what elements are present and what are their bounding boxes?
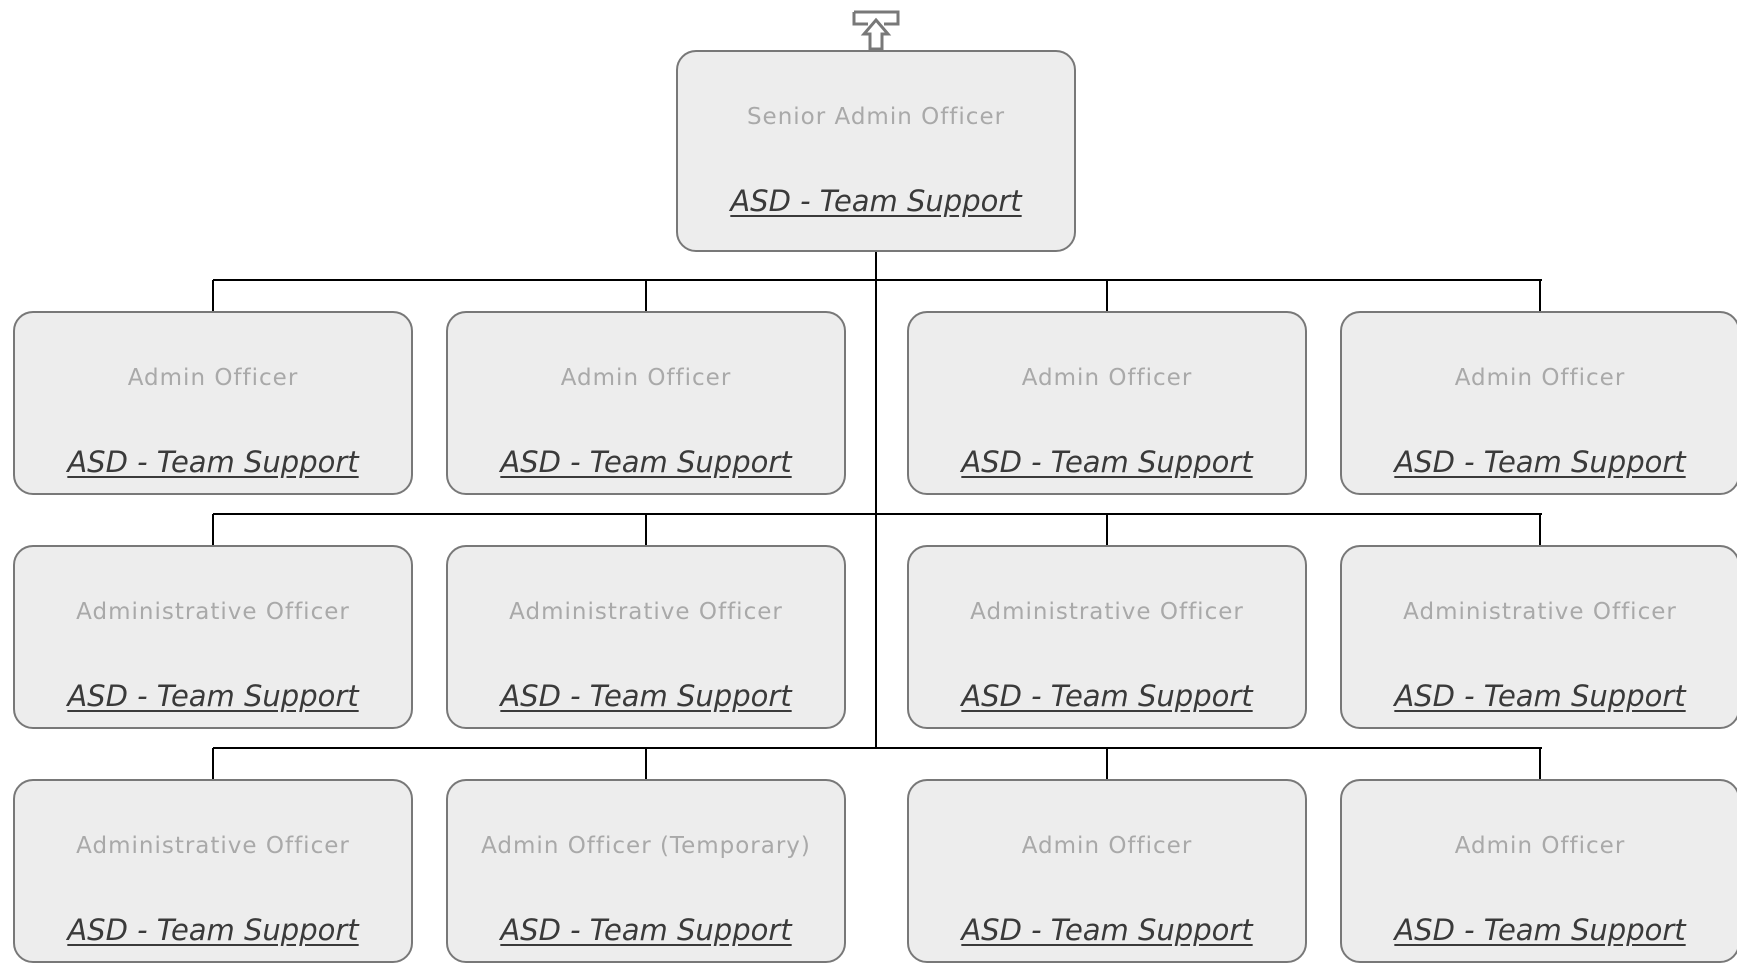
up-arrow-icon[interactable] [852, 8, 900, 52]
department-link[interactable]: ASD - Team Support [500, 445, 792, 479]
drop-connector [1539, 514, 1541, 545]
drop-connector [645, 514, 647, 545]
position-title: Administrative Officer [509, 599, 783, 625]
department-link[interactable]: ASD - Team Support [67, 913, 359, 947]
department-link[interactable]: ASD - Team Support [961, 445, 1253, 479]
position-title: Admin Officer (Temporary) [481, 833, 811, 859]
drop-connector [1106, 514, 1108, 545]
position-title: Administrative Officer [970, 599, 1244, 625]
position-title: Admin Officer [1454, 833, 1626, 859]
drop-connector [645, 280, 647, 311]
org-node[interactable]: Admin Officer (Temporary) ASD - Team Supp… [446, 779, 846, 963]
position-title: Admin Officer [127, 365, 299, 391]
department-link[interactable]: ASD - Team Support [1394, 679, 1686, 713]
drop-connector [1106, 748, 1108, 779]
position-title: Administrative Officer [76, 833, 350, 859]
department-link[interactable]: ASD - Team Support [961, 679, 1253, 713]
drop-connector [212, 514, 214, 545]
drop-connector [212, 748, 214, 779]
trunk-connector [875, 251, 877, 748]
position-title: Admin Officer [1454, 365, 1626, 391]
department-link[interactable]: ASD - Team Support [67, 445, 359, 479]
position-title: Admin Officer [560, 365, 732, 391]
drop-connector [212, 280, 214, 311]
department-link[interactable]: ASD - Team Support [500, 679, 792, 713]
department-link[interactable]: ASD - Team Support [500, 913, 792, 947]
drop-connector [1106, 280, 1108, 311]
department-link[interactable]: ASD - Team Support [730, 184, 1022, 218]
drop-connector [1539, 280, 1541, 311]
position-title: Administrative Officer [76, 599, 350, 625]
position-title: Admin Officer [1021, 833, 1193, 859]
drop-connector [1539, 748, 1541, 779]
position-title: Admin Officer [1021, 365, 1193, 391]
branch-connector [213, 279, 1542, 281]
department-link[interactable]: ASD - Team Support [67, 679, 359, 713]
department-link[interactable]: ASD - Team Support [961, 913, 1253, 947]
position-title: Senior Admin Officer [746, 104, 1006, 130]
drop-connector [645, 748, 647, 779]
position-title: Administrative Officer [1403, 599, 1677, 625]
branch-connector [213, 747, 1542, 749]
branch-connector [213, 513, 1542, 515]
department-link[interactable]: ASD - Team Support [1394, 913, 1686, 947]
department-link[interactable]: ASD - Team Support [1394, 445, 1686, 479]
